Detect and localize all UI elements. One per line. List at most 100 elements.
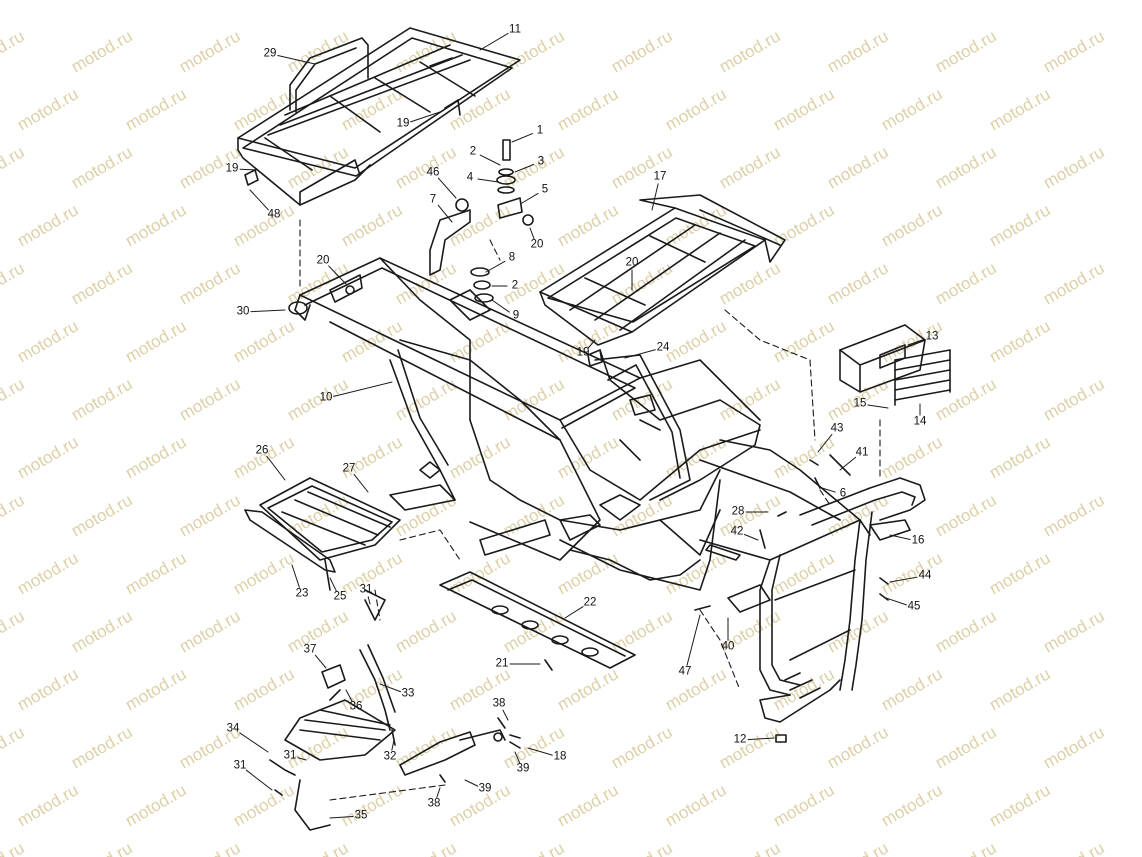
leader-line-p16: [889, 534, 911, 541]
callout-p46: 46: [426, 166, 440, 179]
leader-line-p10: [333, 381, 393, 397]
leader-line-p24: [624, 349, 656, 359]
callout-p14: 14: [913, 415, 927, 428]
callout-p39a: 39: [478, 782, 492, 795]
leader-line-p26: [266, 455, 286, 481]
callout-p31b: 31: [283, 749, 297, 762]
brake-pedal: [399, 729, 521, 776]
leader-line-p27: [353, 473, 369, 493]
leader-line-p20b: [529, 227, 535, 240]
callout-p20b: 20: [530, 238, 544, 251]
callout-p13: 13: [925, 330, 939, 343]
toolbox: [839, 324, 926, 393]
callout-p35: 35: [354, 809, 368, 822]
callout-p39b: 39: [516, 762, 530, 775]
callout-p7: 7: [429, 193, 437, 206]
front-rack: [539, 194, 786, 367]
leader-line-p29: [277, 55, 316, 65]
leader-line-p30: [250, 309, 286, 313]
callout-p10: 10: [319, 391, 333, 404]
callout-p44: 44: [918, 569, 932, 582]
callout-p3: 3: [537, 155, 545, 168]
leader-line-p38b: [436, 787, 441, 798]
callout-p27: 27: [342, 462, 356, 475]
callout-p31a: 31: [359, 583, 373, 596]
leader-line-p3: [514, 164, 535, 173]
footrest-right: [269, 589, 396, 831]
leader-line-p33: [379, 683, 401, 693]
main-frame: [294, 257, 871, 591]
callout-p45: 45: [907, 600, 921, 613]
front-bumper: [727, 477, 926, 723]
leader-line-p39a: [464, 779, 479, 787]
callout-p24: 24: [656, 341, 670, 354]
leader-line-p25: [329, 577, 337, 592]
footrest-left: [244, 477, 401, 591]
leader-line-p48: [249, 189, 269, 211]
callout-p1: 1: [536, 124, 544, 137]
leader-line-p17: [651, 183, 659, 211]
callout-p8: 8: [508, 251, 516, 264]
callout-p20c: 20: [625, 256, 639, 269]
leader-line-p19a: [410, 111, 441, 123]
leader-lines: [239, 32, 925, 819]
callout-p21: 21: [495, 657, 509, 670]
leader-line-p44: [889, 576, 918, 583]
skid-plate: [439, 571, 636, 669]
callout-p25: 25: [333, 590, 347, 603]
leader-line-p36: [345, 689, 353, 702]
leader-line-p4: [477, 178, 499, 183]
callout-p19c: 19: [576, 346, 590, 359]
callout-p6: 6: [839, 487, 847, 500]
leader-line-p35: [329, 815, 354, 819]
leader-line-p32: [391, 739, 395, 751]
leader-line-p47: [686, 614, 701, 666]
callout-p29: 29: [263, 47, 277, 60]
callout-p17: 17: [653, 170, 667, 183]
callout-p42: 42: [730, 525, 744, 538]
leader-line-p22: [564, 606, 584, 619]
leader-line-p41: [839, 456, 857, 471]
leader-line-p20a: [328, 265, 347, 285]
callout-p37: 37: [303, 643, 317, 656]
leader-line-p19b: [239, 168, 259, 171]
callout-p34: 34: [226, 722, 240, 735]
callout-p36: 36: [349, 700, 363, 713]
leader-line-p46: [437, 177, 457, 199]
callout-p48: 48: [267, 208, 281, 221]
leader-line-p31c: [245, 769, 273, 791]
callout-p2b: 2: [511, 279, 519, 292]
leader-line-p12: [747, 737, 775, 741]
callout-p30: 30: [236, 305, 250, 318]
leader-line-p18: [527, 747, 553, 756]
callout-p16: 16: [911, 534, 925, 547]
callout-p19b: 19: [225, 162, 239, 175]
callout-p5: 5: [541, 183, 549, 196]
callout-p31c: 31: [233, 759, 247, 772]
leader-line-p11: [479, 32, 509, 51]
assembly-lines: [299, 219, 881, 801]
callout-p47: 47: [678, 665, 692, 678]
leader-line-p9: [491, 299, 510, 313]
callout-p11: 11: [509, 23, 521, 36]
callout-p41: 41: [855, 446, 869, 459]
leader-line-p31a: [367, 596, 371, 605]
callout-p18: 18: [553, 750, 567, 763]
leader-line-p13: [907, 338, 925, 346]
callout-p19a: 19: [396, 117, 410, 130]
callout-p23: 23: [295, 587, 309, 600]
leader-line-p37: [314, 654, 327, 669]
leader-line-p38a: [502, 709, 509, 721]
straps: [894, 349, 951, 406]
leader-line-p43: [817, 433, 833, 453]
leader-line-p2a: [479, 154, 501, 166]
leader-line-p19c: [587, 339, 596, 349]
leader-line-p6: [821, 487, 836, 493]
callout-p22: 22: [583, 596, 597, 609]
callout-p9: 9: [512, 309, 520, 322]
callout-p28: 28: [731, 505, 745, 518]
callout-p32: 32: [383, 750, 397, 763]
hardware: [274, 139, 889, 796]
